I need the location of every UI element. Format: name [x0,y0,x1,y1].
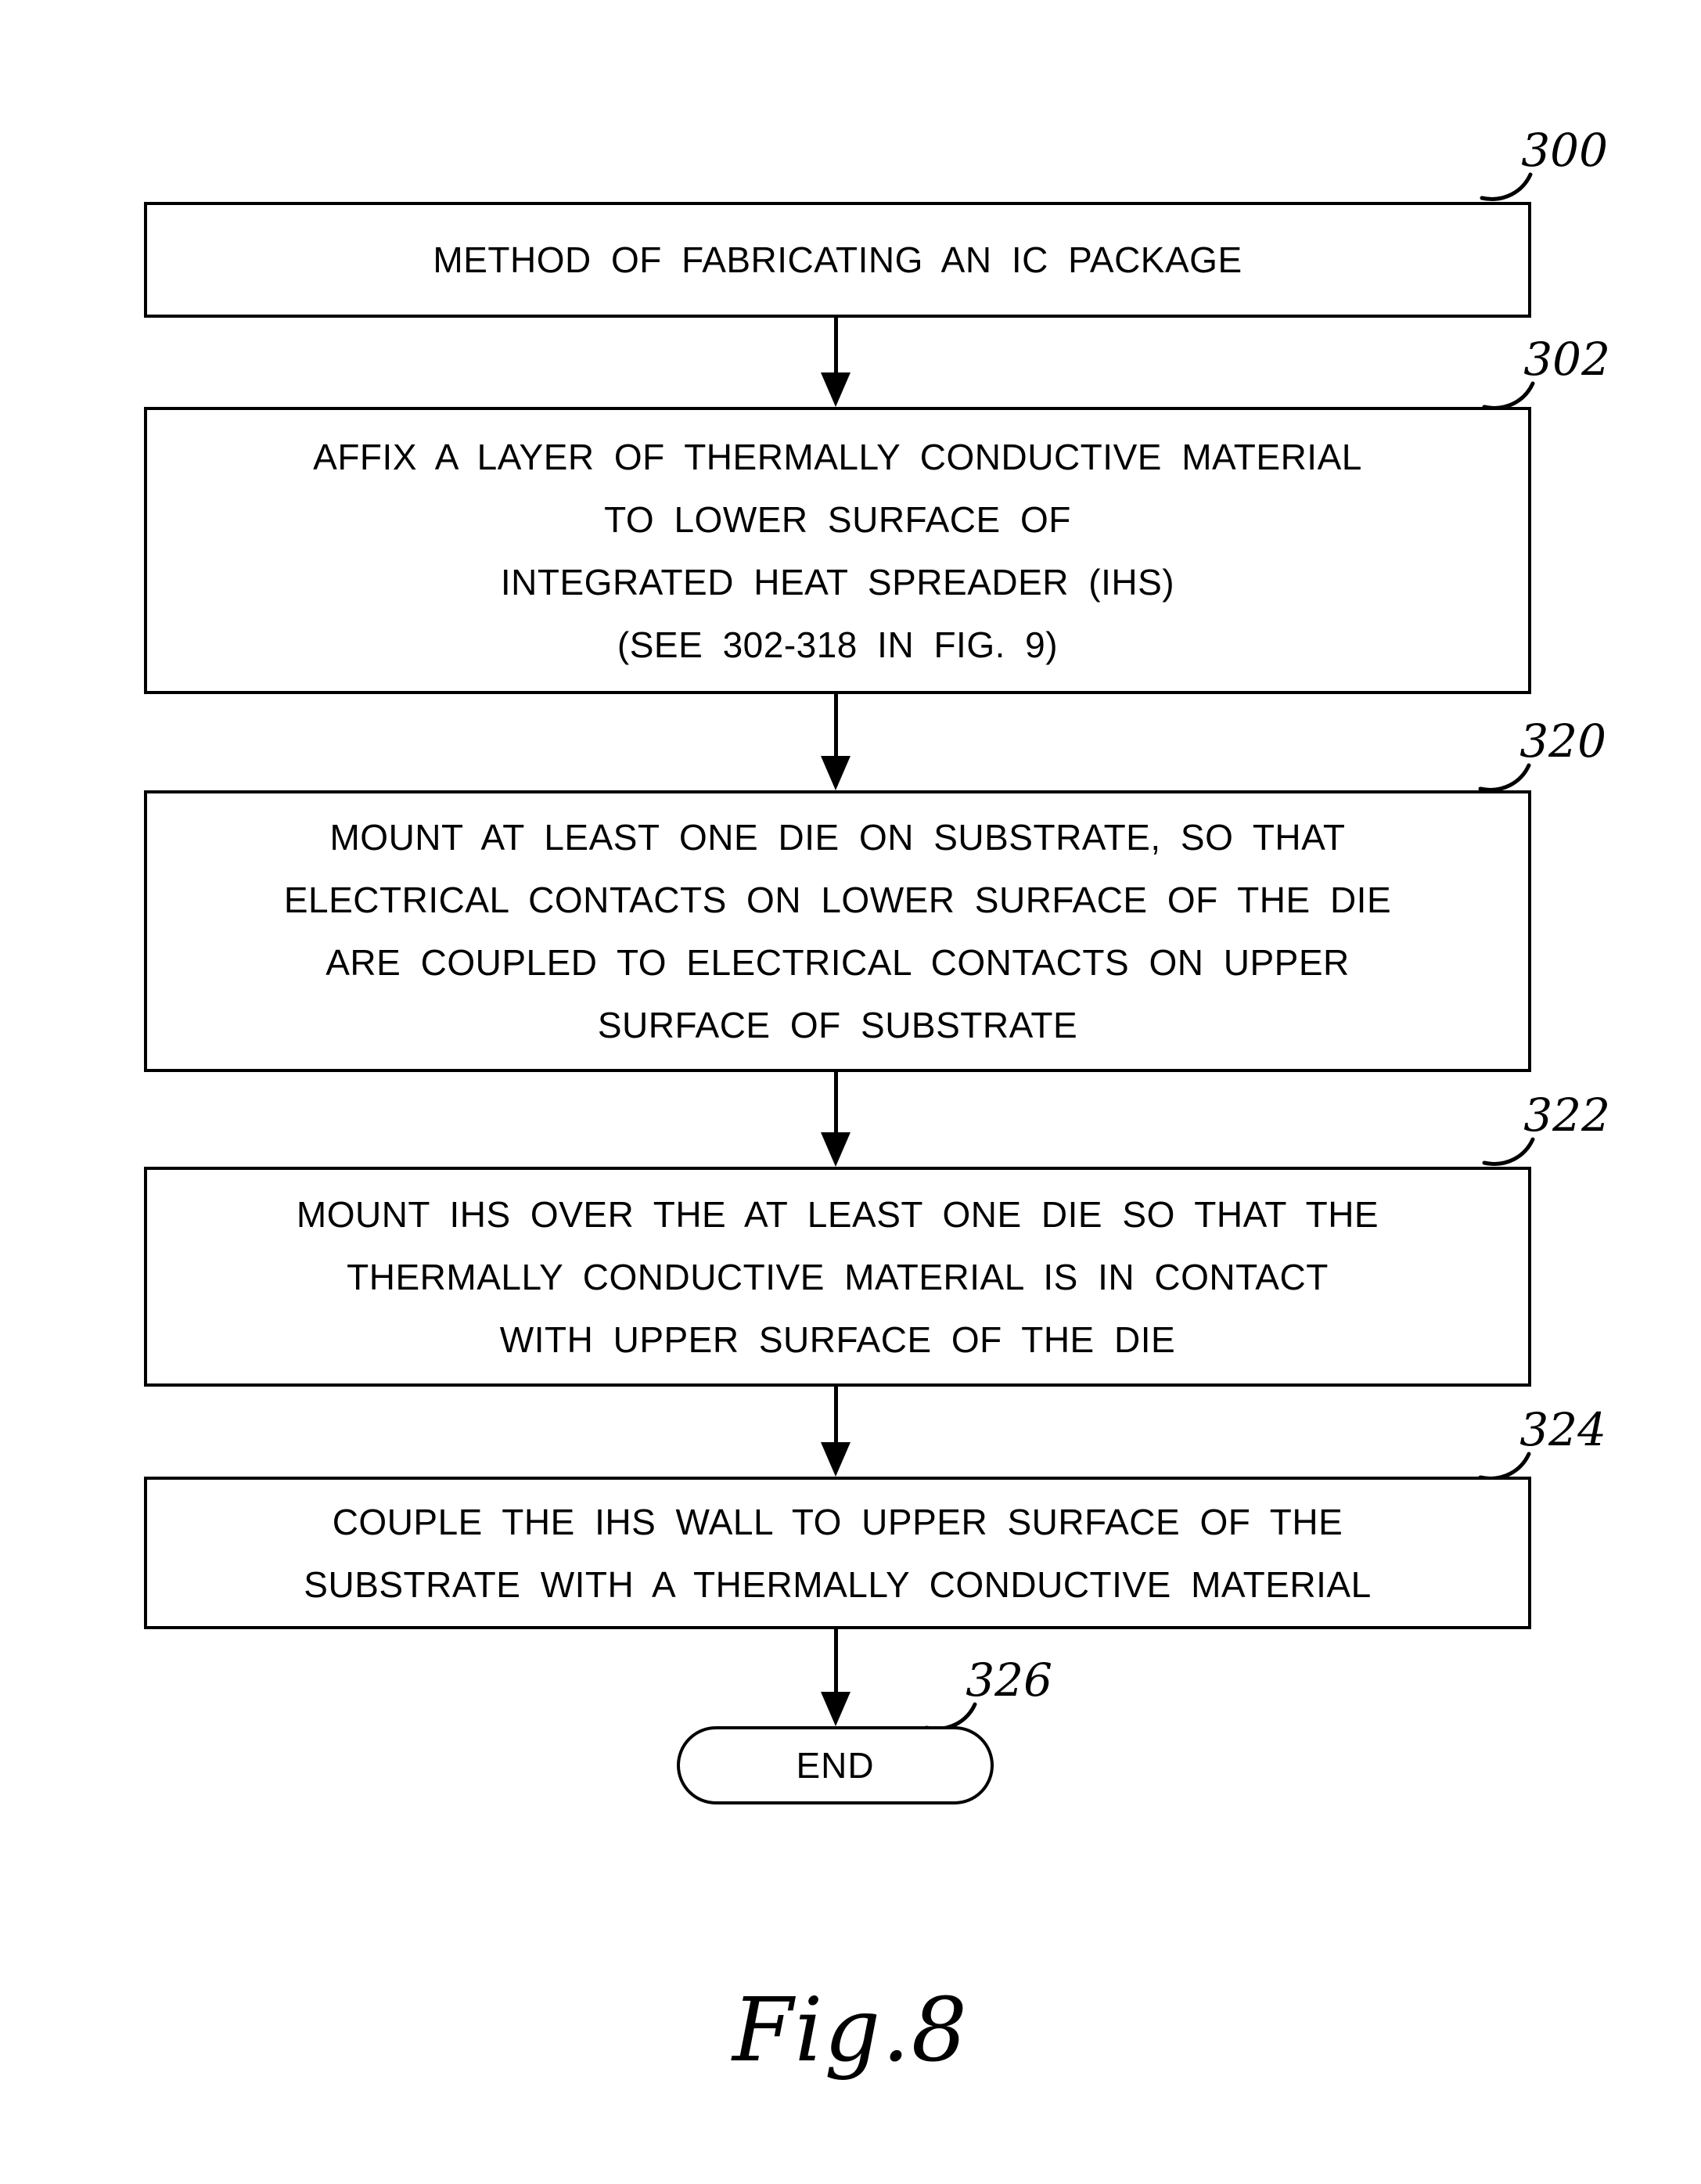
ref-label-322: 322 [1481,1092,1610,1171]
leader-curve-icon [1482,1137,1535,1166]
flow-box-text-line: THERMALLY CONDUCTIVE MATERIAL IS IN CONT… [347,1256,1329,1297]
flow-box-step-322: MOUNT IHS OVER THE AT LEAST ONE DIE SO T… [144,1167,1531,1387]
flow-box-text-line: SURFACE OF SUBSTRATE [597,1005,1078,1045]
flow-box-start: METHOD OF FABRICATING AN IC PACKAGE [144,202,1531,318]
ref-label-324: 324 [1477,1407,1606,1485]
arrow-shaft [833,1387,838,1442]
ref-number: 302 [1523,333,1610,386]
arrow-head [821,1132,850,1167]
flow-terminal-end: END [677,1726,994,1804]
arrow-head [821,1442,850,1477]
leader-curve-icon [1478,763,1531,792]
flow-box-step-302: AFFIX A LAYER OF THERMALLY CONDUCTIVE MA… [144,407,1531,694]
arrow-shaft [833,318,838,372]
arrow-head [821,756,850,790]
ref-label-320: 320 [1477,718,1606,797]
ref-number: 322 [1523,1088,1610,1142]
flow-box-text-line: WITH UPPER SURFACE OF THE DIE [499,1319,1176,1360]
flow-box-step-320: MOUNT AT LEAST ONE DIE ON SUBSTRATE, SO … [144,790,1531,1072]
flow-arrow-down-icon [818,694,853,790]
flow-arrow-down-icon [818,1629,853,1726]
leader-curve-icon [1480,172,1533,201]
flow-box-text-line: ELECTRICAL CONTACTS ON LOWER SURFACE OF … [283,880,1392,920]
flow-arrow-down-icon [818,1387,853,1477]
ref-number: 324 [1519,1403,1606,1456]
flow-box-text-line: INTEGRATED HEAT SPREADER (IHS) [500,561,1175,603]
flow-box-text-line: COUPLE THE IHS WALL TO UPPER SURFACE OF … [332,1501,1343,1542]
flow-box-text-line: SUBSTRATE WITH A THERMALLY CONDUCTIVE MA… [304,1563,1372,1605]
flow-box-text-line: (SEE 302-318 IN FIG. 9) [617,624,1059,665]
arrow-shaft [833,694,838,756]
ref-label-300: 300 [1479,128,1608,206]
flow-box-step-324: COUPLE THE IHS WALL TO UPPER SURFACE OF … [144,1477,1531,1629]
ref-label-326: 326 [923,1657,1052,1736]
flow-arrow-down-icon [818,1072,853,1167]
arrow-shaft [833,1072,838,1132]
end-label: END [796,1745,875,1786]
arrow-head [821,372,850,407]
flow-arrow-down-icon [818,318,853,407]
flow-box-text-line: MOUNT AT LEAST ONE DIE ON SUBSTRATE, SO … [329,817,1346,858]
flow-box-text-line: TO LOWER SURFACE OF [604,498,1071,540]
flow-box-text-line: AFFIX A LAYER OF THERMALLY CONDUCTIVE MA… [313,436,1362,477]
figure-caption: Fig.8 [732,1980,969,2081]
ref-number: 300 [1521,124,1608,177]
arrow-head [821,1692,850,1726]
ref-number: 326 [966,1653,1052,1707]
ref-number: 320 [1519,714,1606,768]
arrow-shaft [833,1629,838,1692]
flow-box-text-line: METHOD OF FABRICATING AN IC PACKAGE [433,239,1242,280]
flow-box-text-line: MOUNT IHS OVER THE AT LEAST ONE DIE SO T… [296,1193,1379,1235]
ref-label-302: 302 [1481,336,1610,415]
flow-box-text-line: ARE COUPLED TO ELECTRICAL CONTACTS ON UP… [325,942,1350,983]
